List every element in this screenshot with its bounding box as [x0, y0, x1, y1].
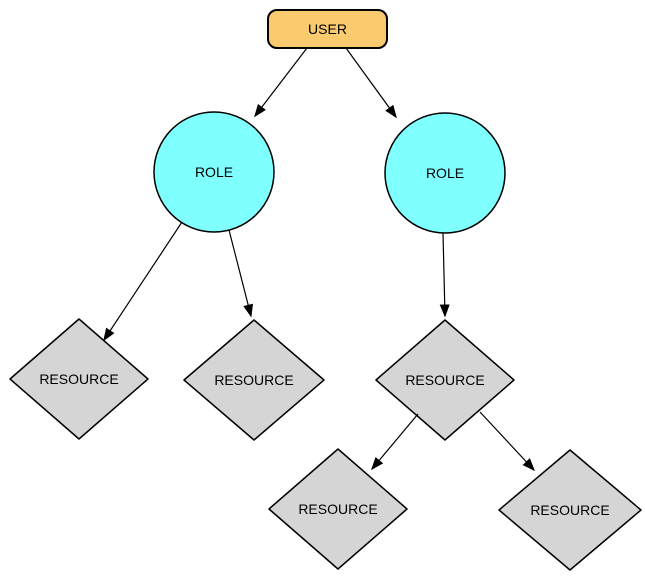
edge-role-1-to-resource-1: [103, 221, 183, 342]
circle-shape: [153, 111, 275, 233]
node-resource-2: RESOURCE: [183, 319, 325, 441]
node-resource-5: RESOURCE: [498, 449, 642, 571]
node-resource-1: RESOURCE: [9, 318, 149, 440]
diamond-shape: [375, 319, 515, 441]
diamond-shape: [183, 319, 325, 441]
node-resource-3: RESOURCE: [375, 319, 515, 441]
node-label: USER: [308, 21, 347, 37]
diamond-shape: [9, 318, 149, 440]
diamond-shape: [498, 449, 642, 571]
edge-user-to-role-2: [345, 47, 397, 119]
node-resource-4: RESOURCE: [268, 448, 408, 570]
node-label: RESOURCE: [298, 501, 377, 517]
circle-shape: [384, 112, 506, 234]
node-label: RESOURCE: [405, 372, 484, 388]
edge-role-2-to-resource-3: [439, 232, 450, 318]
edge-resource-3-to-resource-4: [371, 413, 419, 471]
node-label: ROLE: [426, 165, 464, 181]
edge-resource-3-to-resource-5: [479, 411, 536, 472]
node-user: USER: [267, 9, 388, 49]
rounded-rect-shape: [267, 9, 388, 49]
node-label: RESOURCE: [39, 371, 118, 387]
node-role-2: ROLE: [384, 112, 506, 234]
diamond-shape: [268, 448, 408, 570]
edge-role-1-to-resource-2: [228, 229, 253, 318]
node-label: RESOURCE: [214, 372, 293, 388]
edge-user-to-role-1: [254, 47, 308, 118]
node-role-1: ROLE: [153, 111, 275, 233]
node-label: RESOURCE: [530, 502, 609, 518]
node-label: ROLE: [195, 164, 233, 180]
